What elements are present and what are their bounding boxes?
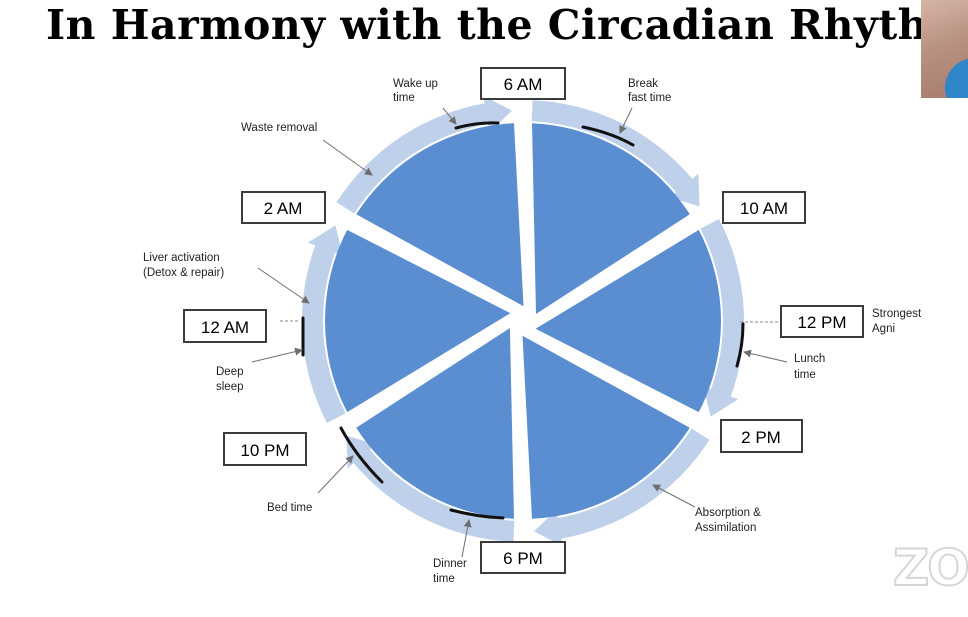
bed-time-label: Bed time: [267, 502, 312, 514]
svg-text:6 PM: 6 PM: [503, 549, 543, 568]
zoom-watermark: ZO: [892, 539, 968, 597]
bed-time-leader: [317, 455, 354, 494]
time-label-2am: 2 AM: [241, 191, 326, 224]
sector-2am-6am: [356, 123, 524, 307]
ring-arrow-10am-2pm: [700, 219, 744, 417]
svg-text:10 AM: 10 AM: [740, 199, 788, 218]
absorption-leader: [652, 484, 696, 508]
webcam-thumbnail: [921, 0, 968, 98]
liver-activation-label: Liver activation: [143, 252, 220, 264]
ring-arrow-6am-10am: [531, 100, 700, 207]
dinner-label-2: time: [433, 573, 455, 585]
time-label-12pm: 12 PM: [780, 305, 864, 338]
bed-time-arc: [339, 426, 384, 484]
waste-removal-label: Waste removal: [241, 122, 317, 134]
time-label-6am: 6 AM: [480, 67, 566, 100]
lunch-leader: [743, 349, 788, 363]
time-label-6pm: 6 PM: [480, 541, 566, 574]
strongest-agni-label-2: Agni: [872, 323, 895, 335]
wake-up-arc: [454, 121, 500, 130]
svg-text:2 PM: 2 PM: [741, 428, 781, 447]
strongest-agni-label: Strongest: [872, 308, 922, 320]
svg-text:6 AM: 6 AM: [504, 75, 543, 94]
breakfast-arc: [581, 125, 635, 147]
wake-up-label: Wake up: [393, 78, 438, 90]
liver-leader: [257, 267, 310, 304]
breakfast-label: Break: [628, 78, 658, 90]
ring-arrow-2pm-6pm: [534, 428, 710, 547]
wake-up-leader: [442, 107, 457, 125]
time-label-10pm: 10 PM: [223, 432, 307, 466]
svg-text:10 PM: 10 PM: [240, 441, 289, 460]
liver-activation-label-2: (Detox & repair): [143, 267, 224, 279]
absorption-label: Absorption &: [695, 507, 761, 519]
absorption-label-2: Assimilation: [695, 522, 756, 534]
svg-text:12 AM: 12 AM: [201, 318, 249, 337]
lunch-label: Lunch: [794, 353, 825, 365]
sector-10pm-2am: [324, 229, 511, 413]
page-title: In Harmony with the Circadian Rhythm: [46, 2, 926, 49]
time-label-2pm: 2 PM: [720, 419, 803, 453]
deep-sleep-label: Deep: [216, 366, 244, 378]
lunch-label-2: time: [794, 369, 816, 381]
ring-arrow-10pm-2am: [302, 225, 346, 423]
dinner-label: Dinner: [433, 558, 467, 570]
breakfast-label-2: fast time: [628, 92, 671, 104]
dinner-arc: [449, 508, 505, 520]
breakfast-leader: [619, 107, 633, 134]
wake-up-label-2: time: [393, 92, 415, 104]
dinner-leader: [461, 519, 472, 558]
sector-2pm-6pm: [522, 335, 690, 519]
deep-sleep-label-2: sleep: [216, 381, 244, 393]
sector-6pm-10pm: [356, 328, 514, 519]
waste-removal-leader: [322, 139, 373, 176]
lunch-arc: [735, 322, 745, 368]
deep-sleep-leader: [251, 347, 303, 363]
svg-text:2 AM: 2 AM: [264, 199, 303, 218]
clock-sectors: [324, 123, 722, 519]
time-label-12am: 12 AM: [183, 309, 267, 343]
time-label-10am: 10 AM: [722, 191, 806, 224]
sector-10am-2pm: [535, 229, 722, 413]
sector-6am-10am: [532, 123, 690, 314]
svg-text:12 PM: 12 PM: [797, 313, 846, 332]
